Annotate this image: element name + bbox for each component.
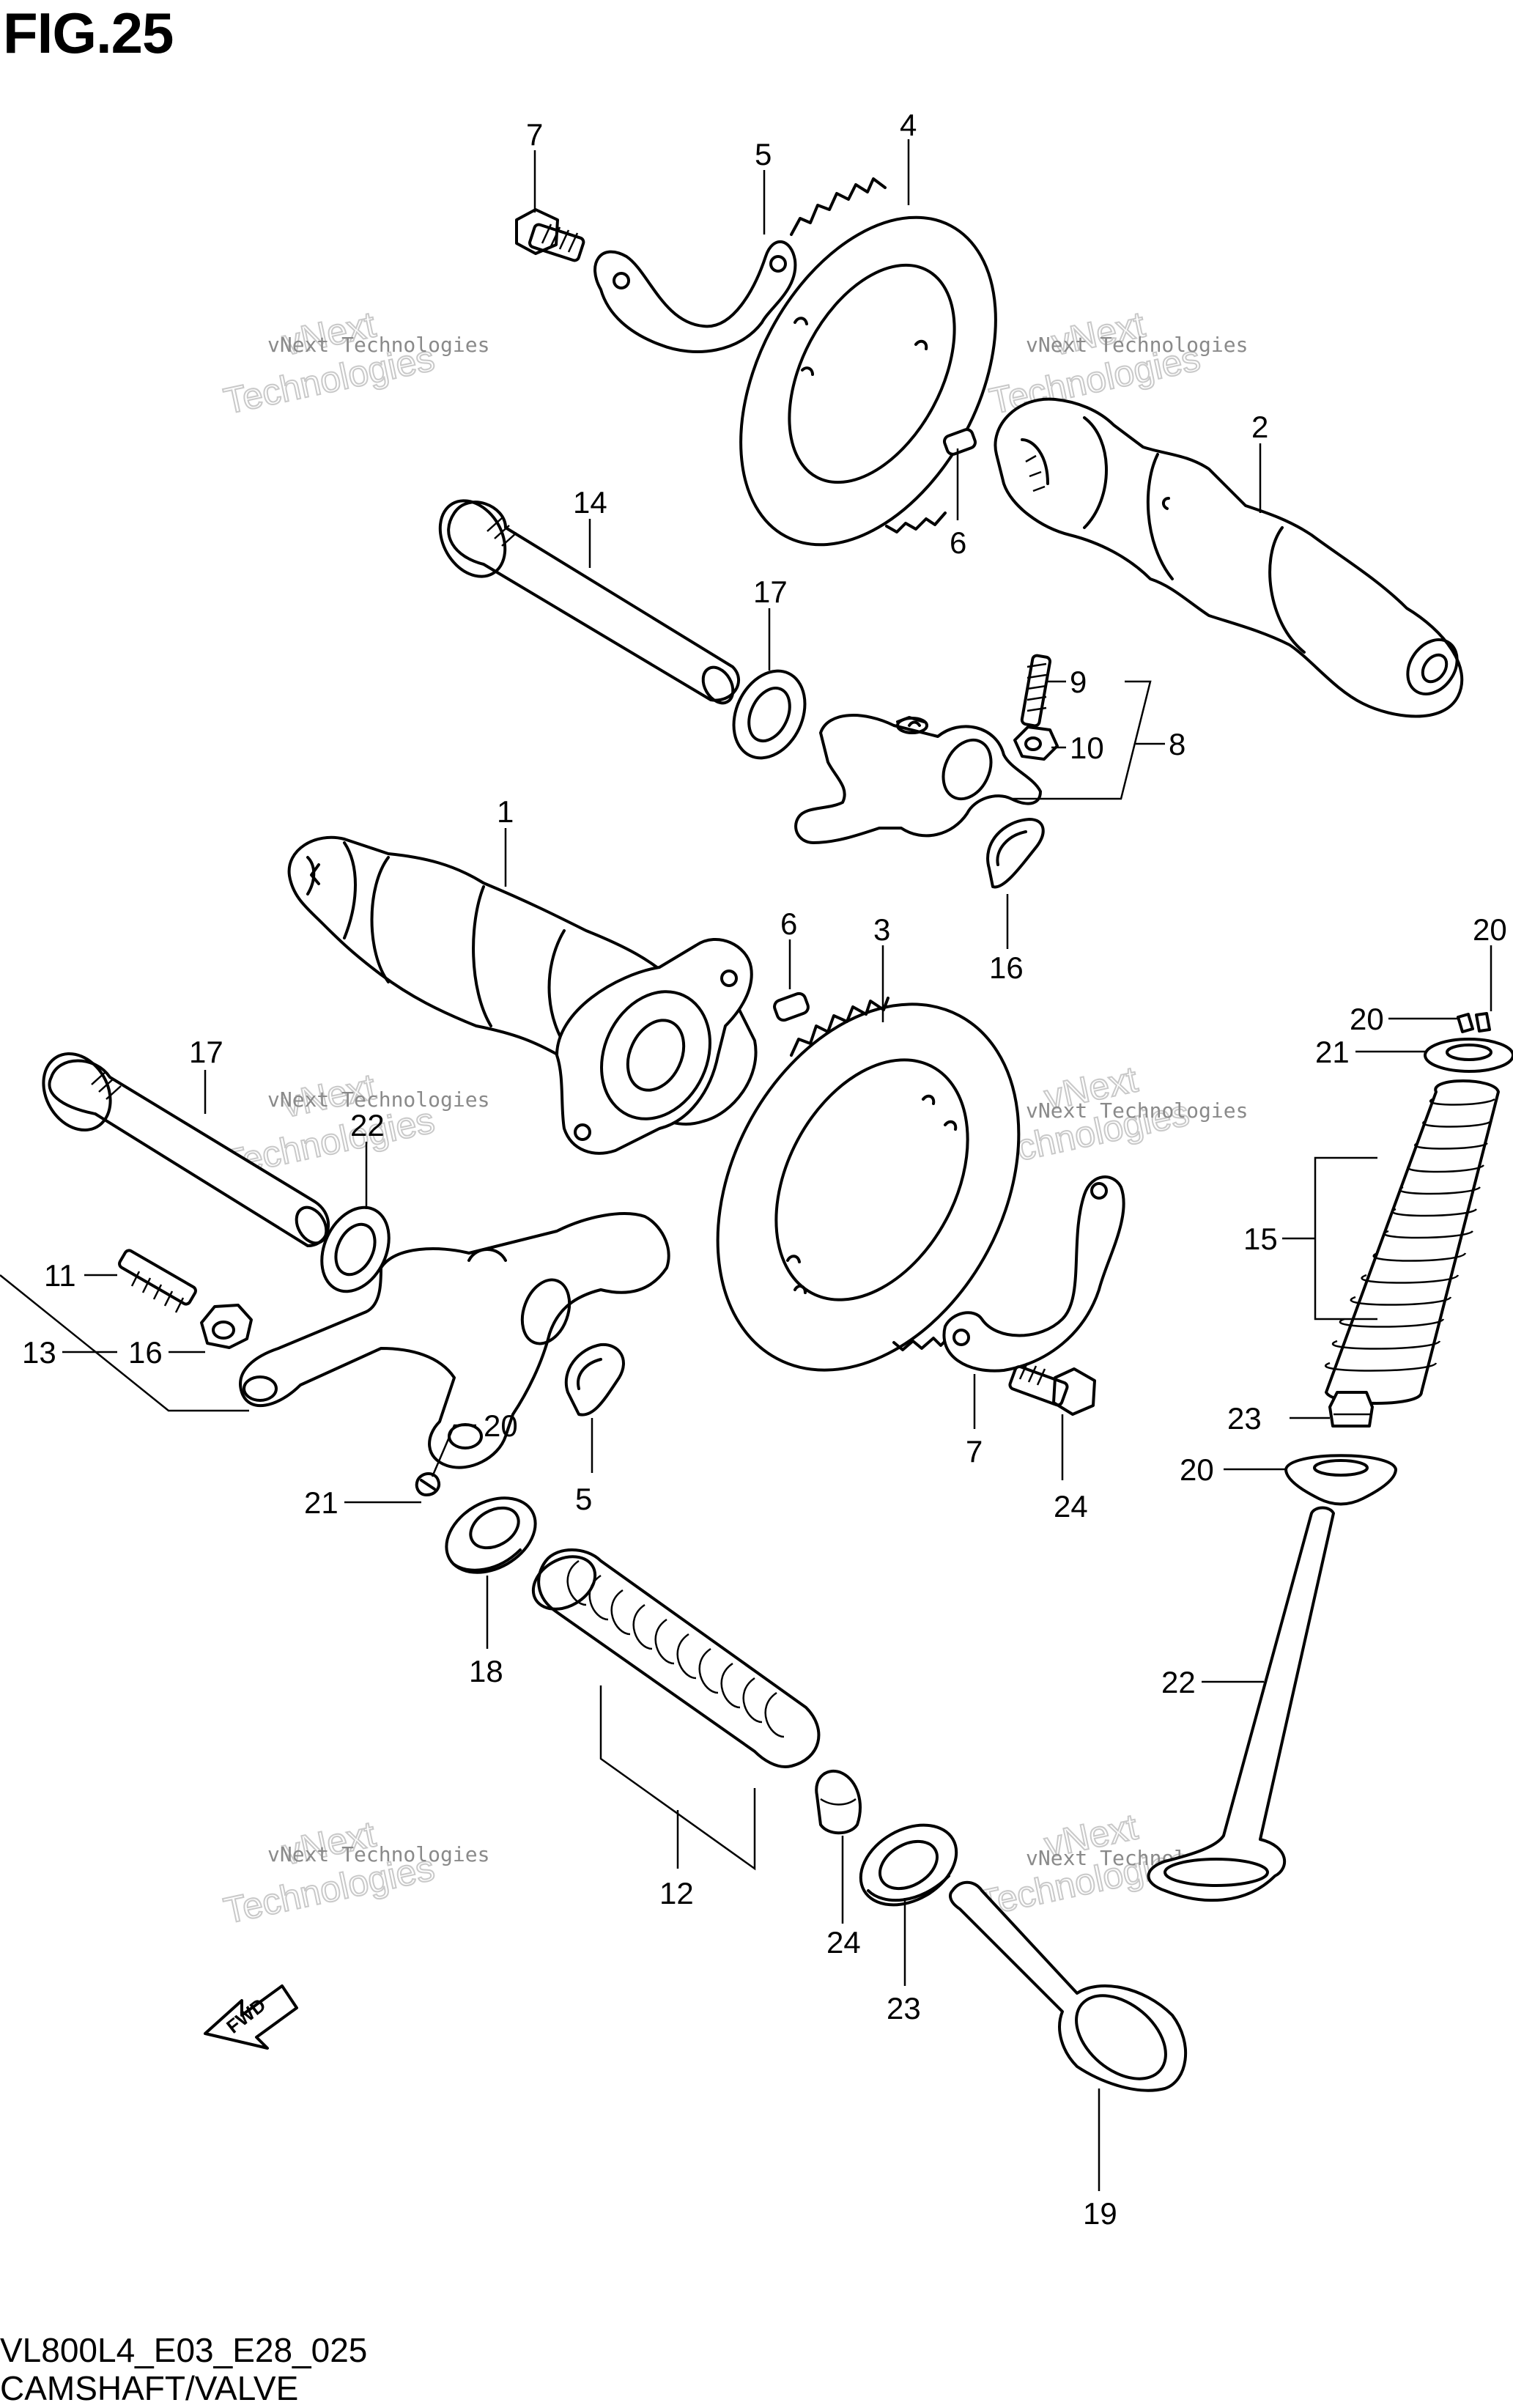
callout-21-right: 21 (1315, 1035, 1350, 1069)
part-2-camshaft-rear (994, 397, 1464, 718)
svg-text:vNext Technologies: vNext Technologies (267, 1842, 489, 1866)
part-1-camshaft-flange (555, 937, 753, 1155)
part-9-adjust-screw-upper (1020, 654, 1052, 728)
leader-lines (0, 139, 1492, 2191)
callout-23-lower: 23 (887, 1991, 921, 2025)
callout-16-lower: 5 (575, 1482, 592, 1516)
part-16-plate-upper (986, 818, 1045, 889)
callout-18: 22 (1161, 1665, 1196, 1699)
part-18-valve-right (1147, 1506, 1335, 1902)
part-3-cam-sprocket-lower (716, 997, 1021, 1372)
callout-12: 11 (44, 1258, 76, 1293)
part-7-bolt-lower (1008, 1362, 1096, 1416)
part-6-dowel-lower (773, 991, 810, 1022)
callout-21-lower: 18 (469, 1654, 503, 1688)
callout-labels: 7 5 4 2 6 14 17 9 10 8 16 1 6 3 20 20 21… (22, 108, 1507, 2231)
part-6-dowel-upper (943, 428, 977, 456)
callout-15: 17 (189, 1035, 223, 1069)
callout-14: 14 (573, 485, 607, 520)
part-23-spring-seat-lower (859, 1823, 958, 1907)
callout-10: 10 (1070, 731, 1104, 765)
callout-19: 19 (1083, 2196, 1117, 2231)
part-21-retainer-right (1424, 1038, 1513, 1073)
part-13-locknut-lower (200, 1304, 253, 1349)
svg-text:vNext Technologies: vNext Technologies (1026, 1098, 1248, 1123)
callout-8: 8 (1169, 727, 1185, 761)
part-19-valve-lower (949, 1880, 1188, 2092)
part-8-rocker-arm-upper (794, 714, 1042, 844)
callout-5-lower: 7 (966, 1434, 983, 1469)
watermark-top-left: Technologies vNext vNext Technologies (220, 303, 490, 422)
callout-7-upper: 7 (526, 117, 543, 152)
part-15-rocker-shaft-lower (42, 1052, 330, 1247)
callout-7-lower: 24 (1054, 1489, 1088, 1524)
callout-9: 9 (1070, 665, 1087, 699)
callout-20-lower-b: 21 (304, 1485, 339, 1520)
callout-3: 3 (873, 912, 890, 947)
svg-text:vNext Technologies: vNext Technologies (267, 333, 489, 357)
callout-23-right: 20 (1180, 1452, 1214, 1487)
callout-16-upper: 16 (989, 950, 1024, 985)
part-20-cotter-right (1457, 1012, 1491, 1033)
callout-20-right-top: 20 (1473, 912, 1507, 947)
figure-code: VL800L4_E03_E28_025 (0, 2331, 368, 2369)
part-24-valve-seal-lower (815, 1769, 862, 1835)
callout-20-lower-a: 20 (484, 1408, 518, 1443)
part-21-retainer-lower (445, 1496, 537, 1574)
callout-11: 13 (22, 1335, 56, 1370)
callout-1: 1 (497, 794, 514, 829)
svg-text:vNext Technologies: vNext Technologies (1026, 333, 1248, 357)
part-23-spring-seat-right (1284, 1454, 1397, 1506)
part-10-locknut-upper (1013, 725, 1059, 761)
callout-17-lower: 22 (350, 1108, 385, 1142)
callout-13: 16 (128, 1335, 163, 1370)
callout-24-right: 23 (1227, 1401, 1262, 1436)
callout-6-lower: 6 (780, 906, 797, 941)
callout-24-lower: 24 (826, 1925, 861, 1960)
part-16-plate-lower (564, 1343, 625, 1417)
callout-22-lower: 12 (659, 1876, 694, 1910)
callout-22-right: 15 (1243, 1222, 1278, 1256)
part-14-rocker-shaft-upper (438, 499, 741, 705)
part-12-adjust-screw-lower (118, 1249, 197, 1313)
figure-title: FIG.25 (3, 1, 174, 65)
part-17-washer-upper (732, 669, 807, 760)
part-7-bolt-upper (515, 208, 585, 262)
part-17-washer-lower (320, 1205, 391, 1293)
callout-20-right: 20 (1350, 1002, 1384, 1036)
svg-text:vNext Technologies: vNext Technologies (267, 1087, 489, 1112)
part-5-retainer-upper (593, 240, 797, 353)
part-24-valve-seal-right (1328, 1391, 1374, 1428)
part-22-valve-spring-right (1325, 1079, 1500, 1405)
callout-5-upper: 5 (755, 137, 772, 171)
callout-6-upper: 6 (950, 525, 966, 560)
callout-4: 4 (900, 108, 917, 142)
part-20-cotter-lower (415, 1472, 440, 1496)
callout-17-upper: 17 (753, 575, 788, 609)
part-22-valve-spring-lower (531, 1548, 821, 1768)
fwd-arrow-icon: FWD (204, 1984, 298, 2050)
watermark-bottom-left: Technologies vNext vNext Technologies (220, 1812, 490, 1932)
figure-caption: CAMSHAFT/VALVE (0, 2369, 299, 2407)
callout-2: 2 (1251, 410, 1268, 444)
part-11-rocker-arm-lower (239, 1212, 670, 1469)
